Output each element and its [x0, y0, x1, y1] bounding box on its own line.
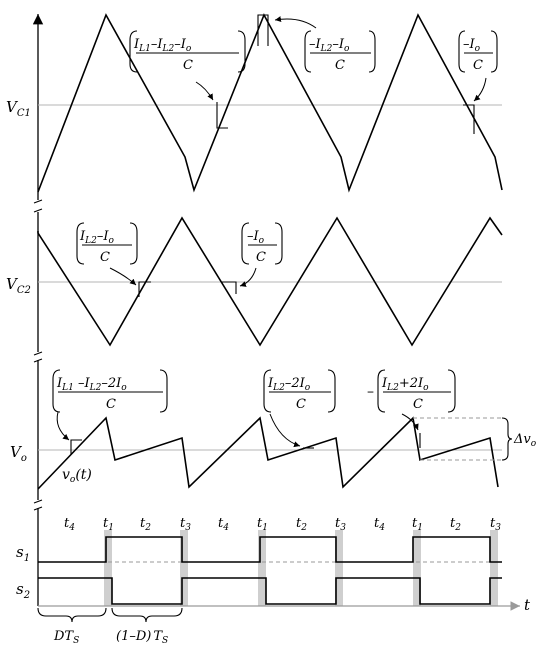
vc1-label: VC1 — [6, 98, 31, 119]
vo-arrow-a — [56, 411, 70, 441]
svg-text:t2: t2 — [296, 516, 307, 533]
vo-slope-fraction-c: – IL2+2Io C — [367, 369, 456, 413]
vc2-slope-fraction-b: –Io C — [241, 222, 283, 265]
vc2-label: VC2 — [6, 275, 31, 296]
one-minus-d-label: (1–D)TS — [116, 629, 168, 646]
s1-label: s1 — [16, 543, 30, 564]
vc1-slope-fraction-c: –Io C — [458, 30, 498, 73]
interval-labels: t4 t1 t2 t3 t4 t1 t2 t3 t4 t1 t2 t3 — [64, 516, 501, 533]
s1-waveform — [38, 536, 502, 563]
vo-slope-box-rising — [70, 439, 82, 454]
vo-arrow-c — [401, 413, 419, 431]
svg-text:C: C — [296, 397, 306, 412]
vo-ripple-brace — [501, 417, 513, 461]
band-t3-1 — [180, 530, 188, 606]
svg-text:t2: t2 — [140, 516, 151, 533]
svg-text:C: C — [183, 58, 193, 73]
svg-text:C: C — [473, 58, 483, 73]
vc2-arrow-a — [109, 267, 137, 286]
vertical-axis — [32, 13, 44, 606]
time-axis: t — [38, 596, 531, 614]
svg-text:t1: t1 — [257, 516, 268, 533]
transition-bands — [104, 530, 498, 606]
vc2-slope-box-rising — [138, 281, 151, 297]
svg-text:IL2–2Io: IL2–2Io — [267, 376, 311, 393]
band-t1-1 — [104, 530, 112, 606]
time-axis-label: t — [524, 596, 531, 614]
svg-text:IL2–Io: IL2–Io — [79, 229, 114, 246]
svg-text:t1: t1 — [412, 516, 423, 533]
svg-text:t2: t2 — [450, 516, 461, 533]
vo-arrow-b — [269, 413, 301, 448]
band-t3-2 — [335, 530, 343, 606]
svg-text:C: C — [100, 250, 110, 265]
vo-slope-fraction-b: IL2–2Io C — [263, 369, 336, 413]
band-t1-3 — [413, 530, 421, 606]
svg-text:–Io: –Io — [247, 229, 265, 246]
svg-text:IL1–IL2–Io: IL1–IL2–Io — [133, 37, 192, 54]
dts-label: DTS — [53, 629, 79, 646]
vc2-slope-box-falling — [222, 281, 237, 294]
vc2-waveform — [37, 216, 503, 347]
svg-text:t3: t3 — [490, 516, 501, 533]
svg-text:C: C — [256, 250, 266, 265]
vo-label: Vo — [10, 443, 27, 464]
vo-t-label: vo(t) — [62, 467, 92, 485]
vc1-panel: VC1 IL1–IL2–Io C –IL2–Io C — [6, 13, 503, 193]
svg-text:–: – — [367, 384, 374, 400]
vc1-slope-box-rising — [257, 14, 269, 46]
svg-text:–Io: –Io — [463, 37, 481, 54]
band-t3-3 — [490, 530, 498, 606]
svg-text:C: C — [106, 397, 116, 412]
svg-text:t4: t4 — [374, 516, 385, 533]
svg-text:IL1 –IL2–2Io: IL1 –IL2–2Io — [56, 376, 127, 393]
svg-text:t4: t4 — [218, 516, 229, 533]
vo-slope-fraction-a: IL1 –IL2–2Io C — [52, 369, 168, 413]
vc1-arrow-a — [195, 81, 214, 101]
vc2-panel: VC2 IL2–Io C –Io C — [6, 216, 503, 347]
s2-waveform — [38, 577, 502, 605]
vo-waveform — [37, 416, 499, 490]
vc1-slope-box-falling — [216, 102, 228, 129]
vc1-arrow-c — [473, 77, 487, 102]
svg-text:C: C — [335, 58, 345, 73]
vo-ripple-label: Δvo — [513, 432, 537, 449]
one-minus-d-brace — [111, 607, 183, 623]
svg-text:–IL2–Io: –IL2–Io — [309, 37, 350, 54]
s2-label: s2 — [16, 580, 30, 601]
svg-text:t3: t3 — [180, 516, 191, 533]
vo-panel: Vo vo(t) Δvo IL1 –IL2–2Io C — [10, 369, 537, 490]
vc1-slope-box-falling-2 — [463, 104, 475, 134]
switch-panel: t4 t1 t2 t3 t4 t1 t2 t3 t4 t1 t2 t3 s1 s… — [16, 516, 502, 646]
svg-text:IL2+2Io: IL2+2Io — [381, 376, 429, 393]
band-t1-2 — [258, 530, 266, 606]
vc2-slope-fraction-a: IL2–Io C — [76, 222, 138, 265]
vc2-arrow-b — [239, 267, 257, 287]
svg-text:t1: t1 — [103, 516, 114, 533]
dts-brace — [37, 607, 107, 623]
svg-text:C: C — [413, 397, 423, 412]
vc1-arrow-b — [274, 16, 317, 29]
vc1-slope-fraction-b: –IL2–Io C — [304, 30, 376, 73]
svg-text:t3: t3 — [335, 516, 346, 533]
vc1-waveform — [37, 13, 503, 193]
svg-text:t4: t4 — [64, 516, 75, 533]
vc1-slope-fraction-a: IL1–IL2–Io C — [129, 30, 246, 73]
